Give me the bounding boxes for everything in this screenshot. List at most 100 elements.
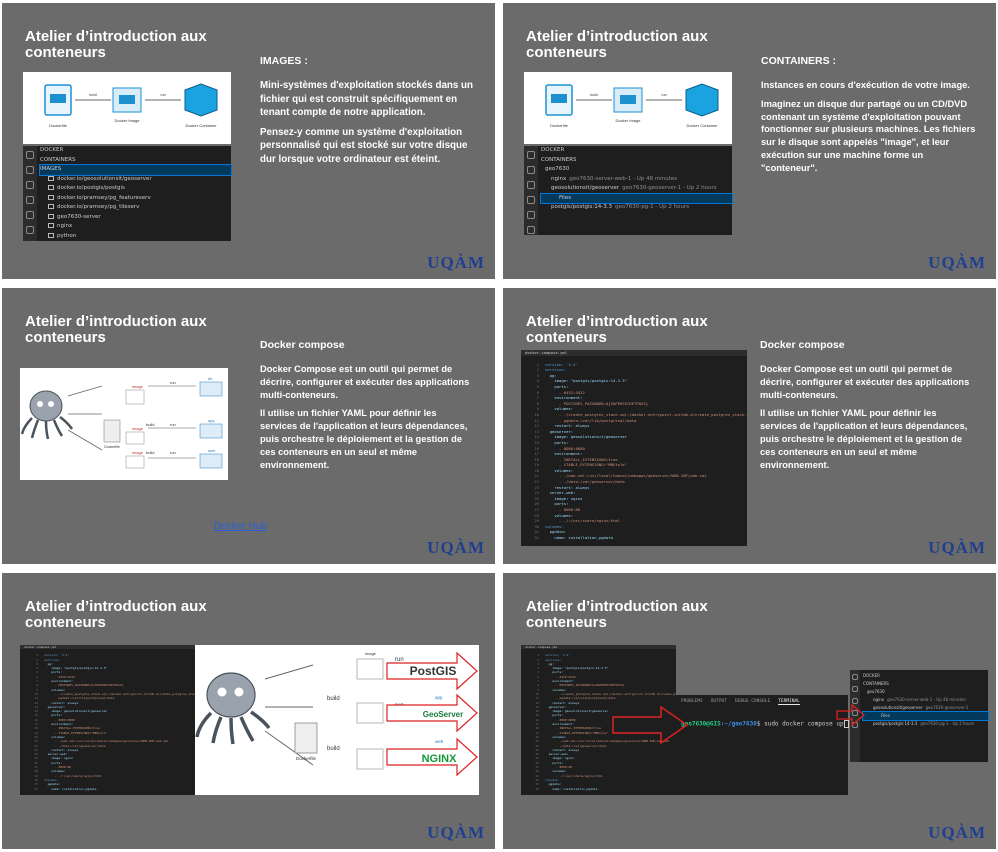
- panel-title: DOCKER: [40, 147, 64, 153]
- code-line: 25 image: nginx: [535, 756, 574, 761]
- code-line: 23 restart: always: [34, 747, 79, 752]
- slide-title: Atelier d’introduction aux conteneurs: [526, 28, 708, 61]
- container-list-item[interactable]: geo7630: [541, 165, 732, 175]
- code-line: 16 - 8080:8080: [535, 717, 576, 722]
- code-line: 12 restart: always: [535, 700, 580, 705]
- code-line: 15 ports:: [535, 713, 564, 718]
- code-line: 3 pg:: [536, 372, 557, 378]
- slide-docker-compose-yaml: Atelier d’introduction aux conteneurs do…: [503, 288, 996, 564]
- red-arrow: [612, 705, 689, 745]
- slide-images: Atelier d’introduction aux conteneurs Do…: [2, 3, 495, 279]
- image-list-item[interactable]: nginx: [40, 222, 231, 232]
- code-line: 11 - pgdata:/var/lib/postgresql/data: [534, 417, 637, 423]
- uqam-logo: UQÀM: [928, 253, 986, 272]
- code-line: 11 - pgdata:/var/lib/postgresql/data: [34, 696, 115, 701]
- code-line: 18 - INSTALL_EXTENSIONS=true: [534, 456, 618, 462]
- code-line: 27 - 8000:80: [34, 765, 72, 770]
- code-line: 20 volumes:: [34, 734, 66, 739]
- code-line: 31 pgdata:: [534, 529, 567, 535]
- code-line: 28 volumes:: [534, 512, 574, 518]
- geoserver-logo: GeoServer: [423, 710, 463, 719]
- container-status: geo7630-pg-1 - Up 2 hours: [920, 721, 975, 726]
- code-line: 8 - POSTGRES_PASSWORD=${SUPERSECRETPASS}: [36, 683, 124, 688]
- image-name: docker.io/pramsey/pg_tileserv: [57, 204, 140, 210]
- images-section[interactable]: IMAGES: [39, 164, 232, 176]
- section-heading: Docker compose: [760, 339, 845, 351]
- container-name: Files: [881, 713, 890, 718]
- code-line: 8 - POSTGRES_PASSWORD=${SUPERSECRETPASS}: [537, 683, 625, 688]
- code-line: 21 - ./web.xml:/usr/local/tomcat/webapps…: [534, 473, 707, 479]
- container-status: geo7630-server-web-1 - Up 48 minutes: [887, 697, 966, 702]
- code-line: 9 volumes:: [536, 406, 574, 412]
- svg-text:image: image: [365, 651, 377, 656]
- image-name: docker.io/pramsey/pg_featureserv: [57, 194, 151, 201]
- image-list-item[interactable]: geo7630-server: [40, 213, 231, 223]
- slide-compose-services: Atelier d’introduction aux conteneurs do…: [2, 573, 495, 849]
- code-line: 14 image: geosolutionsit/geoserver: [534, 434, 627, 440]
- svg-text:image: image: [132, 426, 144, 431]
- image-list-item[interactable]: docker.io/postgis/postgis: [40, 184, 231, 194]
- container-list-item[interactable]: Files: [862, 711, 989, 721]
- containers-section[interactable]: CONTAINERS: [863, 681, 889, 686]
- image-list-item[interactable]: docker.io/geosolutionsit/geoserver: [40, 175, 231, 185]
- code-line: 31 pgdata:: [535, 782, 562, 787]
- code-line: 6 - 6432:5432: [537, 674, 576, 679]
- code-line: 14 image: geosolutionsit/geoserver: [535, 709, 609, 714]
- code-line: 11 - pgdata:/var/lib/postgresql/data: [535, 696, 616, 701]
- docker-image-diagram: Dockerfile build Docker Image run Docker…: [524, 72, 732, 144]
- image-name: geo7630-server: [57, 213, 101, 220]
- dockerfile-label: Dockerfile: [49, 123, 68, 128]
- code-line: 25 image: nginx: [534, 495, 583, 501]
- terminal-tab[interactable]: TERMINAL: [778, 699, 800, 705]
- container-list-item[interactable]: Files: [540, 192, 733, 204]
- section-heading: CONTAINERS :: [761, 55, 837, 67]
- code-line: 4 image: "postgis/postgis:14-3.3": [536, 378, 627, 384]
- svg-text:image: image: [132, 384, 144, 389]
- code-line: 24 server-web:: [34, 752, 68, 757]
- code-line: 29 - ./:/usr/share/nginx/html: [535, 773, 603, 778]
- terminal-tab[interactable]: DEBUG CONSOLE: [734, 699, 771, 704]
- code-line: 15 ports:: [34, 713, 63, 718]
- code-line: 32 name: installation_pgdata: [535, 786, 598, 791]
- uqam-logo: UQÀM: [928, 823, 986, 842]
- image-list-item[interactable]: docker.io/pramsey/pg_featureserv: [40, 194, 231, 204]
- slide-body: Mini-systèmes d'exploitation stockés dan…: [260, 79, 475, 172]
- container-list-item[interactable]: geo7630: [863, 688, 988, 696]
- terminal-tab[interactable]: OUTPUT: [710, 699, 727, 704]
- code-line: 13 geoserver:: [34, 704, 66, 709]
- paragraph: Docker Compose est un outil qui permet d…: [760, 364, 970, 400]
- svg-text:run: run: [661, 93, 666, 97]
- panel-title: DOCKER: [863, 673, 880, 678]
- containers-section[interactable]: CONTAINERS: [40, 156, 76, 163]
- containers-section[interactable]: CONTAINERS: [541, 156, 577, 163]
- file-tab[interactable]: docker-compose.yml: [521, 645, 676, 650]
- docker-hub-link[interactable]: Docker Hub: [214, 521, 267, 532]
- terminal-command[interactable]: $ sudo docker compose up: [756, 720, 844, 728]
- file-tab[interactable]: docker-compose.yml: [20, 645, 195, 650]
- file-tab[interactable]: docker-compose.yml: [521, 350, 747, 356]
- slide-containers: Atelier d’introduction aux conteneurs Do…: [503, 3, 996, 279]
- image-list-item[interactable]: python: [40, 232, 231, 242]
- section-heading: IMAGES :: [260, 55, 308, 67]
- slide-title: Atelier d’introduction aux conteneurs: [25, 28, 207, 61]
- code-line: 17 environment:: [534, 451, 583, 457]
- code-line: 24 server-web:: [535, 752, 569, 757]
- code-line: 9 volumes:: [537, 687, 567, 692]
- compose-diagram: Dockerfile image run db image build run …: [20, 368, 228, 480]
- container-status: geo7630-server-web-1 - Up 48 minutes: [569, 175, 678, 182]
- image-list-item[interactable]: docker.io/pramsey/pg_tileserv: [40, 203, 231, 213]
- terminal-tab[interactable]: PROBLEMS: [681, 699, 703, 704]
- image-icon: [48, 194, 54, 200]
